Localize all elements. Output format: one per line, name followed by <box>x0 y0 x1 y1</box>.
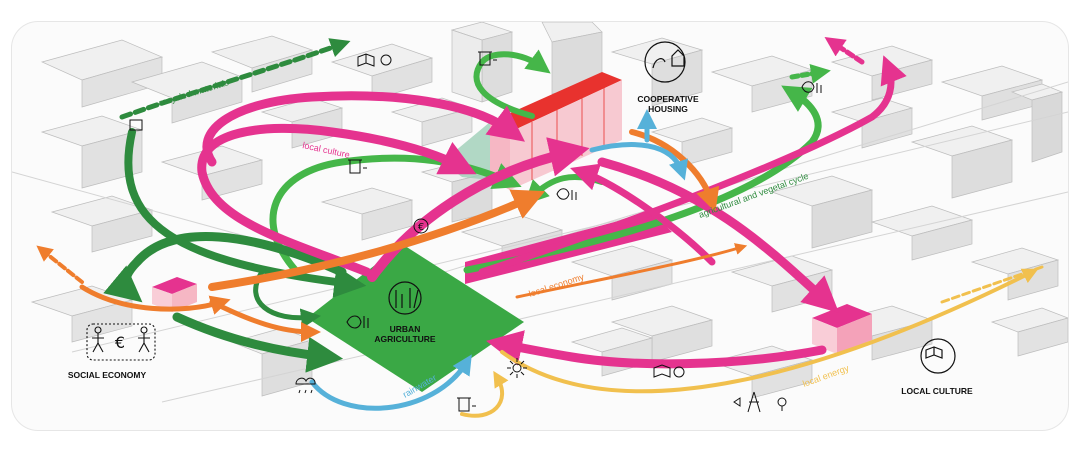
svg-text:€: € <box>418 222 424 233</box>
book-mask-icon <box>920 338 956 374</box>
flow-local-energy <box>500 268 1039 394</box>
flow-green-cycle <box>473 49 551 119</box>
flow-orange-dash <box>36 245 84 284</box>
flow-magenta-return <box>570 163 716 266</box>
energy-icon <box>733 391 787 413</box>
book-mask-small-icon <box>357 53 685 378</box>
flow-blue-coop <box>589 142 688 181</box>
euro-icon: € <box>413 218 429 234</box>
flow-agri-veg-cycle <box>463 85 822 274</box>
hub-social-economy: SOCIAL ECONOMY <box>68 370 147 380</box>
social-people-icon: € <box>86 323 156 361</box>
hub-urban-agriculture-line2: AGRICULTURE <box>374 334 436 344</box>
label-local-culture-flow: local culture <box>302 140 351 160</box>
sun-icon <box>507 358 527 378</box>
flow-magenta-long <box>478 55 907 276</box>
hub-cooperative-housing-line2: HOUSING <box>648 104 688 114</box>
diagram-frame: recycled materials local culture agricul… <box>12 22 1068 430</box>
veggie-small-icon <box>556 81 822 200</box>
flow-magenta-right <box>597 157 839 313</box>
flow-rainwater <box>309 354 472 411</box>
flow-magenta-big <box>367 137 590 282</box>
flow-darkgreen-social <box>103 232 347 303</box>
flow-darkgreen-ua <box>172 312 344 373</box>
flow-local-economy <box>515 243 748 299</box>
house-cycle-icon <box>644 41 686 83</box>
flow-orange-left <box>79 284 231 315</box>
recycle-bin-icon <box>129 51 497 412</box>
flow-recycled-materials <box>119 38 351 120</box>
hub-local-culture: LOCAL CULTURE <box>901 386 973 396</box>
svg-text:€: € <box>115 333 125 352</box>
flow-yellow-dash <box>940 265 1044 304</box>
hub-urban-agriculture-line1: URBAN <box>390 324 421 334</box>
veggie-icon <box>346 315 369 329</box>
hub-cooperative-housing-line1: COOPERATIVE <box>637 94 699 104</box>
flow-yellow-loop <box>460 370 509 418</box>
flow-green-veg <box>524 174 605 205</box>
cloud-rain-icon <box>295 377 316 394</box>
flow-magenta-culture <box>486 330 827 369</box>
social-economy-building <box>152 277 197 312</box>
flow-magenta-arch <box>197 123 477 277</box>
flow-magenta-dash <box>824 37 865 65</box>
local-culture-building <box>812 304 872 354</box>
urban-flows-diagram: recycled materials local culture agricul… <box>12 22 1068 418</box>
flow-orange-main <box>208 189 546 291</box>
urban-agriculture-icon <box>388 281 422 315</box>
flow-green-dash <box>789 63 831 84</box>
flow-orange-ua <box>209 299 321 342</box>
city-background <box>12 22 1068 403</box>
flow-local-culture-top <box>202 91 525 167</box>
